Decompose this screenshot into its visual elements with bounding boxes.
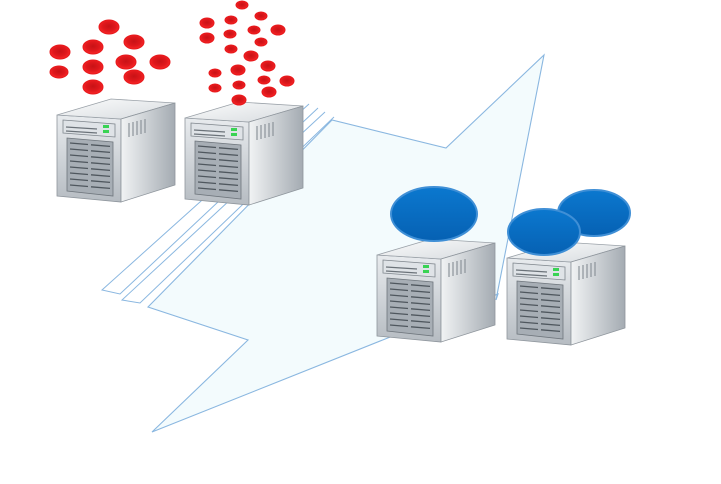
red-packet — [232, 80, 246, 90]
red-packet — [260, 60, 276, 72]
red-packet — [98, 19, 120, 35]
red-packet — [254, 11, 268, 21]
red-packet — [115, 54, 137, 70]
red-packet — [149, 54, 171, 70]
server-1 — [56, 98, 176, 203]
red-packet — [231, 94, 247, 106]
red-packet — [49, 44, 71, 60]
red-packet — [261, 86, 277, 98]
red-packet — [199, 17, 215, 29]
red-packet — [270, 24, 286, 36]
red-packet — [199, 32, 215, 44]
red-packet-cluster-right — [199, 0, 295, 106]
red-packet — [254, 37, 268, 47]
red-packet — [224, 15, 238, 25]
red-packet — [243, 50, 259, 62]
red-packet — [235, 0, 249, 10]
blue-packet — [390, 186, 478, 242]
red-packet — [279, 75, 295, 87]
red-packet — [230, 64, 246, 76]
server-4 — [506, 241, 626, 346]
red-packet — [224, 44, 238, 54]
red-packet — [208, 68, 222, 78]
server-3 — [376, 238, 496, 343]
red-packet — [82, 79, 104, 95]
red-packet — [223, 29, 237, 39]
lightning-bolt-shape — [146, 53, 545, 433]
red-packet — [208, 83, 222, 93]
red-packet — [123, 69, 145, 85]
speed-line-2 — [120, 111, 335, 304]
red-packet — [49, 65, 69, 79]
red-packet — [82, 59, 104, 75]
red-packet-cluster-left — [49, 19, 171, 95]
red-packet — [257, 75, 271, 85]
blue-packets — [390, 186, 631, 256]
red-packet — [247, 25, 261, 35]
blue-packet — [507, 208, 581, 256]
server-2 — [184, 101, 304, 206]
red-packet — [123, 34, 145, 50]
red-packet — [82, 39, 104, 55]
